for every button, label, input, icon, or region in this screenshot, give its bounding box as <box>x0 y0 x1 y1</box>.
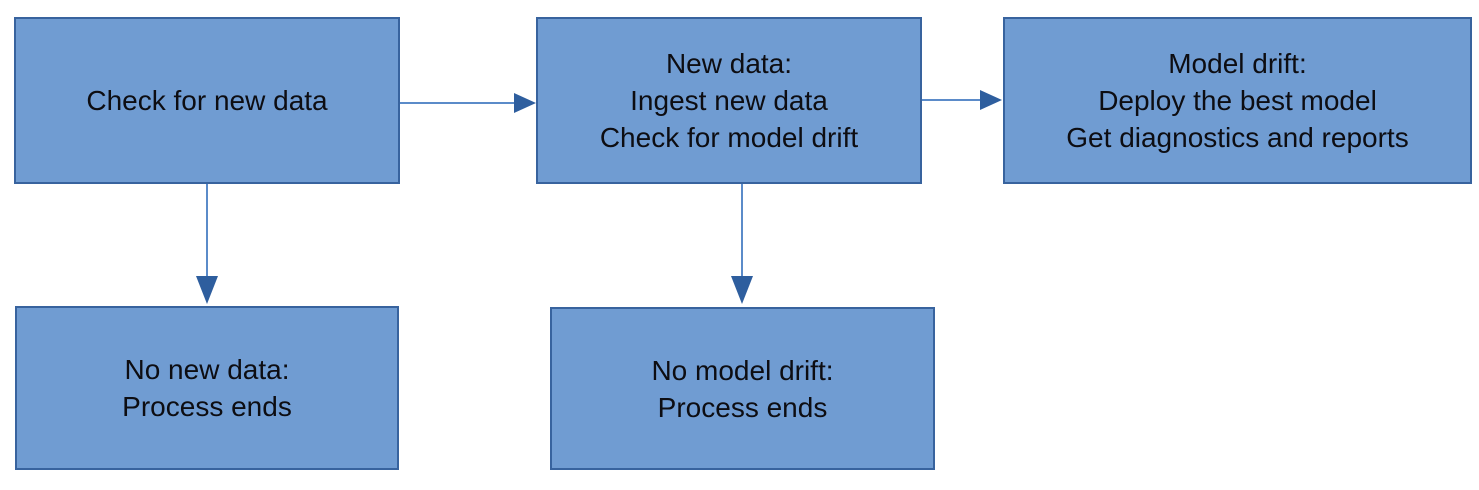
node-model-drift: Model drift: Deploy the best model Get d… <box>1003 17 1472 184</box>
arrow-down-icon <box>731 276 753 304</box>
connector-newdata-to-modeldrift-line <box>922 99 980 101</box>
node-no-model-drift: No model drift: Process ends <box>550 307 935 470</box>
node-check-for-new-data: Check for new data <box>14 17 400 184</box>
node-new-data: New data: Ingest new data Check for mode… <box>536 17 922 184</box>
arrow-right-icon <box>980 90 1002 110</box>
arrow-right-icon <box>514 93 536 113</box>
connector-check-to-newdata-line <box>400 102 514 104</box>
arrow-down-icon <box>196 276 218 304</box>
connector-check-to-nonewdata-line <box>206 184 208 276</box>
connector-newdata-to-nomodeldrift-line <box>741 184 743 276</box>
node-no-new-data: No new data: Process ends <box>15 306 399 470</box>
